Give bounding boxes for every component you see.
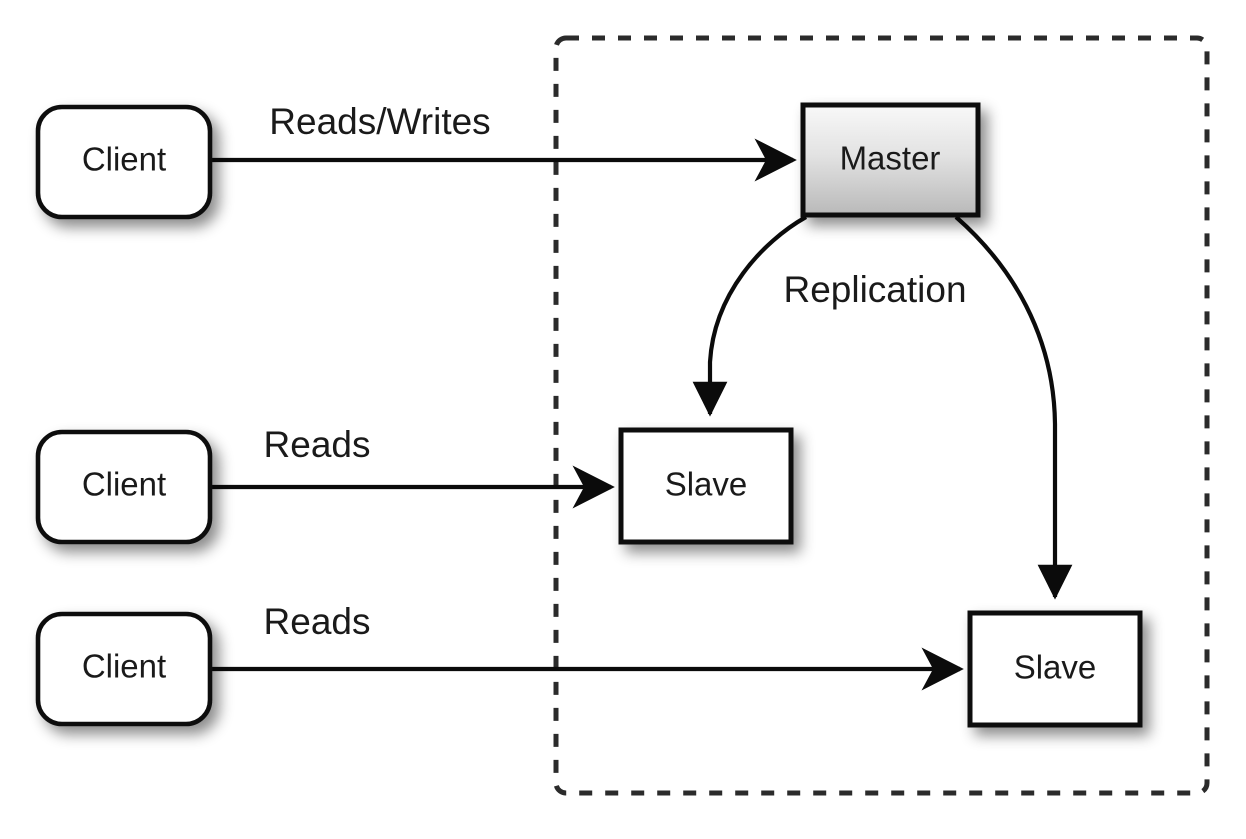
node-slave-2[interactable]: Slave [967, 610, 1143, 728]
edge-master-slave2 [954, 215, 1073, 600]
edge-label-reads-slave2: Reads [264, 601, 371, 642]
node-client-1[interactable]: Client [35, 104, 213, 220]
replication-cluster-boundary [553, 35, 1210, 796]
client-2-label: Client [82, 466, 166, 503]
slave-2-box[interactable] [967, 610, 1143, 728]
slave-1-label: Slave [665, 466, 748, 503]
client-3-label: Client [82, 648, 166, 685]
slave-2-label: Slave [1014, 649, 1097, 686]
node-client-3[interactable]: Client [35, 611, 213, 727]
edge-master-slave1 [692, 215, 808, 417]
slave-1-box[interactable] [618, 427, 794, 545]
client-1-box[interactable] [35, 104, 213, 220]
client-3-box[interactable] [35, 611, 213, 727]
node-client-2[interactable]: Client [35, 429, 213, 545]
edge-label-reads-writes: Reads/Writes [269, 101, 490, 142]
master-box[interactable] [800, 102, 981, 218]
edge-label-replication: Replication [783, 269, 966, 310]
client-2-box[interactable] [35, 429, 213, 545]
client-1-label: Client [82, 141, 166, 178]
node-slave-1[interactable]: Slave [618, 427, 794, 545]
edge-label-reads-slave1: Reads [264, 424, 371, 465]
node-master[interactable]: Master [800, 102, 981, 218]
master-label: Master [840, 140, 941, 177]
